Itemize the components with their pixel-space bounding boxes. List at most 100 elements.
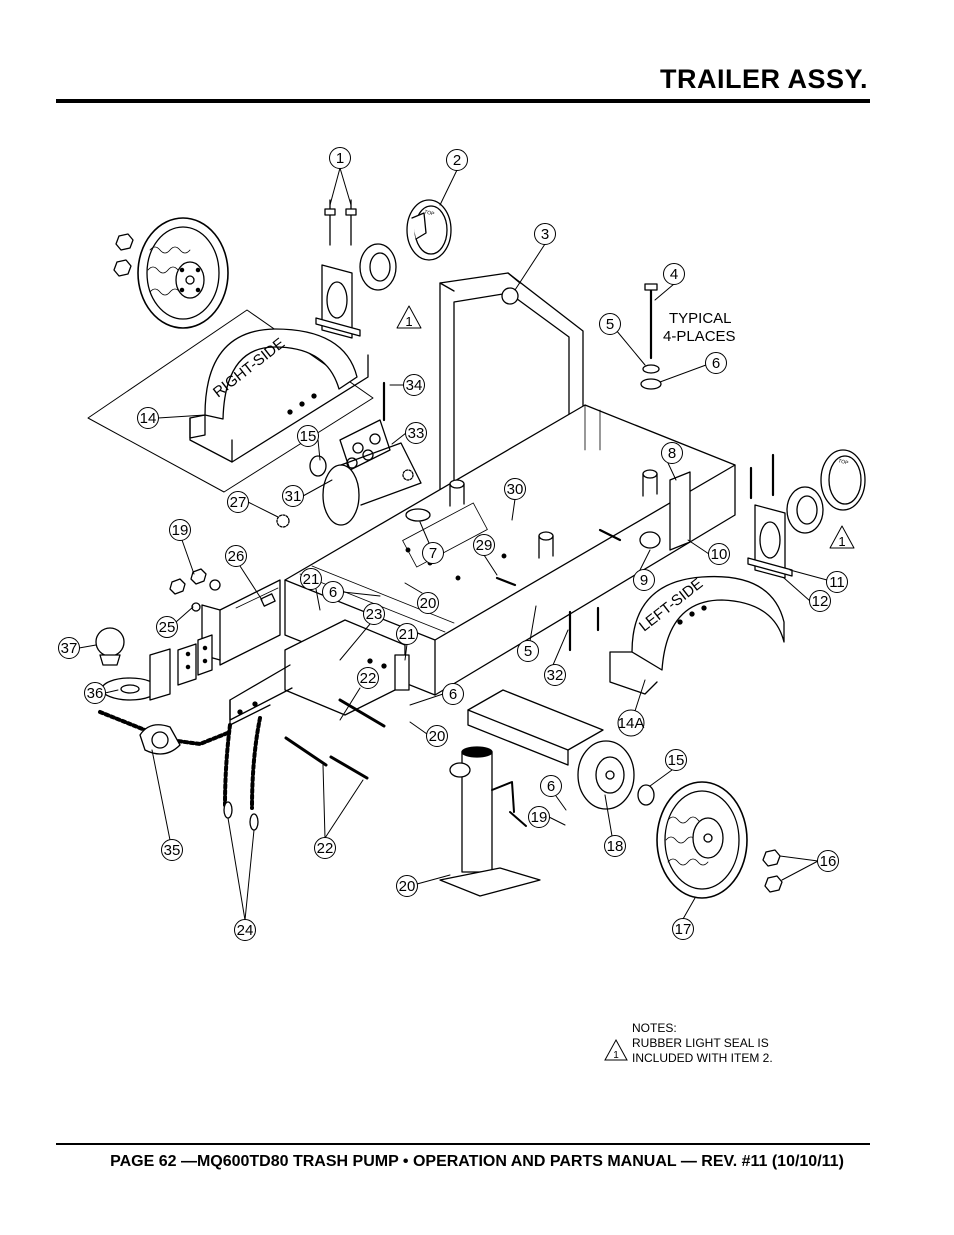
- callout-6: 6: [442, 683, 464, 705]
- callout-number: 22: [360, 670, 377, 687]
- callout-circle: [604, 835, 626, 857]
- callout-circle: [300, 568, 322, 590]
- callout-25: 25: [156, 616, 178, 638]
- left-fender: [609, 575, 785, 695]
- callout-number: 8: [668, 445, 676, 462]
- callout-30: 30: [504, 478, 526, 500]
- callout-number: 2: [453, 152, 461, 169]
- left-wheel: [656, 781, 783, 899]
- callout-circle: [357, 667, 379, 689]
- callout-number: 30: [507, 481, 524, 498]
- callout-15: 15: [297, 425, 319, 447]
- callout-number: 20: [429, 728, 446, 745]
- page-title: TRAILER ASSY.: [659, 64, 868, 94]
- callout-number: 14: [140, 410, 157, 427]
- callout-circle: [225, 545, 247, 567]
- callout-circle: [446, 149, 468, 171]
- callout-circle: [297, 425, 319, 447]
- callout-circle: [403, 374, 425, 396]
- right-wheel: [113, 217, 229, 329]
- callout-19: 19: [528, 806, 550, 828]
- callout-number: 5: [524, 643, 532, 660]
- callout-number: 31: [285, 488, 302, 505]
- callout-number: 33: [408, 425, 425, 442]
- callout-circle: [137, 407, 159, 429]
- axle-hub: [467, 689, 655, 810]
- callout-number: 12: [812, 593, 829, 610]
- callout-number: 4: [670, 266, 678, 283]
- spring-hanger: [309, 419, 422, 526]
- callout-circle: [227, 491, 249, 513]
- callout-8: 8: [661, 442, 683, 464]
- callout-22: 22: [314, 837, 336, 859]
- callout-circle: [809, 590, 831, 612]
- callout-number: 3: [541, 226, 549, 243]
- callout-20: 20: [417, 592, 439, 614]
- callout-circle: [314, 837, 336, 859]
- callout-24: 24: [234, 919, 256, 941]
- callout-12: 12: [809, 590, 831, 612]
- callout-20: 20: [426, 725, 448, 747]
- callout-7: 7: [422, 542, 444, 564]
- callout-circle: [426, 725, 448, 747]
- warning-layer: 11: [396, 305, 855, 549]
- hitch-ball: [95, 568, 221, 701]
- top-mark-left: TOP: [837, 458, 849, 467]
- page-footer: PAGE 62 —MQ600TD80 TRASH PUMP • OPERATIO…: [110, 1153, 844, 1170]
- callout-number: 15: [668, 752, 685, 769]
- callout-circle: [234, 919, 256, 941]
- callout-number: 1: [336, 150, 344, 167]
- coupler-and-chains: [98, 710, 262, 831]
- callout-circle: [528, 806, 550, 828]
- footer-rule: [56, 1143, 870, 1145]
- callout-33: 33: [405, 422, 427, 444]
- callout-number: 20: [420, 595, 437, 612]
- callout-circle: [661, 442, 683, 464]
- callout-number: 34: [406, 377, 423, 394]
- warning-number: 1: [405, 314, 412, 329]
- callout-circle: [504, 478, 526, 500]
- callout-circle: [817, 850, 839, 872]
- callout-6: 6: [322, 581, 344, 603]
- callout-circle: [169, 519, 191, 541]
- callout-circle: [422, 542, 444, 564]
- callout-number: 19: [531, 809, 548, 826]
- note-warning-icon: 1: [604, 1038, 628, 1061]
- typical-label-line1: TYPICAL: [669, 310, 732, 327]
- callout-number: 25: [159, 619, 176, 636]
- callout-3: 3: [534, 223, 556, 245]
- callout-circle: [617, 709, 645, 737]
- tongue-assembly: [201, 579, 410, 726]
- callout-circle: [705, 352, 727, 374]
- callout-circle: [396, 623, 418, 645]
- callout-19: 19: [169, 519, 191, 541]
- callout-number: 16: [820, 853, 837, 870]
- callout-10: 10: [708, 543, 730, 565]
- callout-number: 20: [399, 878, 416, 895]
- callout-number: 11: [829, 574, 845, 591]
- notes-line2: INCLUDED WITH ITEM 2.: [632, 1051, 773, 1065]
- header-rule: [56, 99, 870, 103]
- callout-circle: [442, 683, 464, 705]
- callout-21: 21: [396, 623, 418, 645]
- callout-number: 15: [300, 428, 317, 445]
- right-light-bracket: [315, 199, 452, 339]
- callout-circle: [396, 875, 418, 897]
- note-warning-number: 1: [613, 1050, 619, 1061]
- right-fender: [87, 309, 374, 493]
- notes-block: NOTES: RUBBER LIGHT SEAL IS INCLUDED WIT…: [632, 1021, 773, 1066]
- callout-number: 6: [712, 355, 720, 372]
- callout-number: 35: [164, 842, 181, 859]
- callout-circle: [329, 147, 351, 169]
- callout-circle: [156, 616, 178, 638]
- callout-number: 19: [172, 522, 189, 539]
- callout-circle: [708, 543, 730, 565]
- callout-number: 22: [317, 840, 334, 857]
- left-light-bracket: [639, 449, 866, 579]
- callout-number: 14A: [618, 715, 645, 732]
- callout-number: 17: [675, 921, 692, 938]
- callout-22: 22: [357, 667, 379, 689]
- callout-number: 36: [87, 685, 104, 702]
- callout-18: 18: [604, 835, 626, 857]
- bolts: [276, 283, 775, 780]
